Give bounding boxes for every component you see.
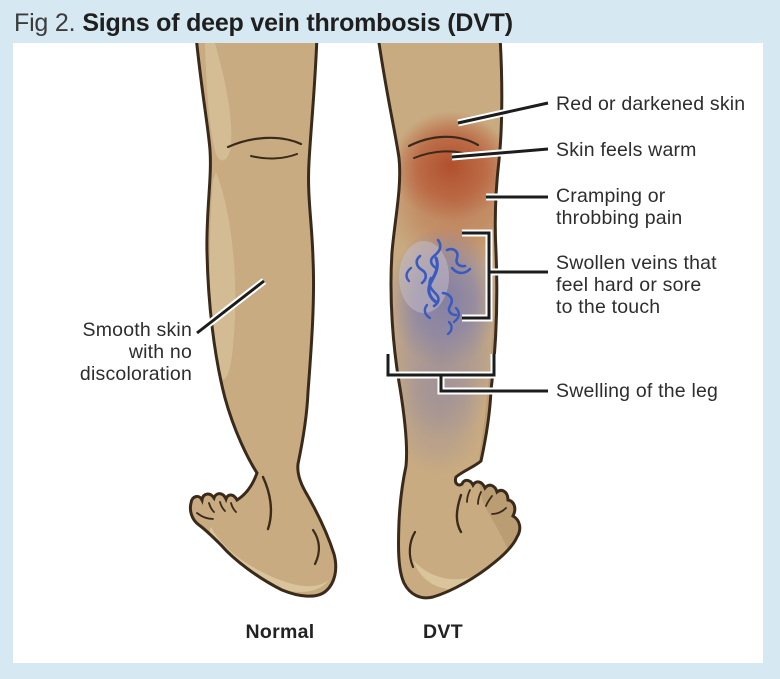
normal-leg-detail-lines xyxy=(196,136,320,566)
annotation-swollen-veins: Swollen veins that feel hard or sore to … xyxy=(556,252,717,318)
figure-number: Fig 2. xyxy=(14,9,76,37)
caption-dvt-leg: DVT xyxy=(423,621,463,643)
leader-swelling xyxy=(439,375,548,393)
leader-smooth-skin xyxy=(196,279,265,335)
vein-bracket xyxy=(462,231,491,320)
caption-normal-leg: Normal xyxy=(245,621,315,643)
dvt-leg xyxy=(376,43,522,600)
annotation-smooth-skin: Smooth skin with no discoloration xyxy=(79,319,192,385)
leader-red-skin xyxy=(457,101,549,125)
leader-warm-skin xyxy=(451,147,549,159)
annotation-red-darkened-skin: Red or darkened skin xyxy=(556,93,746,115)
figure-title: Fig 2.Signs of deep vein thrombosis (DVT… xyxy=(14,6,513,40)
dvt-diagram-illustration xyxy=(188,43,549,600)
leader-lines xyxy=(194,99,549,395)
figure-title-text: Signs of deep vein thrombosis (DVT) xyxy=(82,9,513,37)
annotation-cramping-pain: Cramping or throbbing pain xyxy=(556,185,683,229)
diagram-panel xyxy=(13,43,763,663)
spider-veins xyxy=(405,238,472,336)
annotation-skin-feels-warm: Skin feels warm xyxy=(556,139,697,161)
annotation-swelling-of-leg: Swelling of the leg xyxy=(556,380,719,402)
